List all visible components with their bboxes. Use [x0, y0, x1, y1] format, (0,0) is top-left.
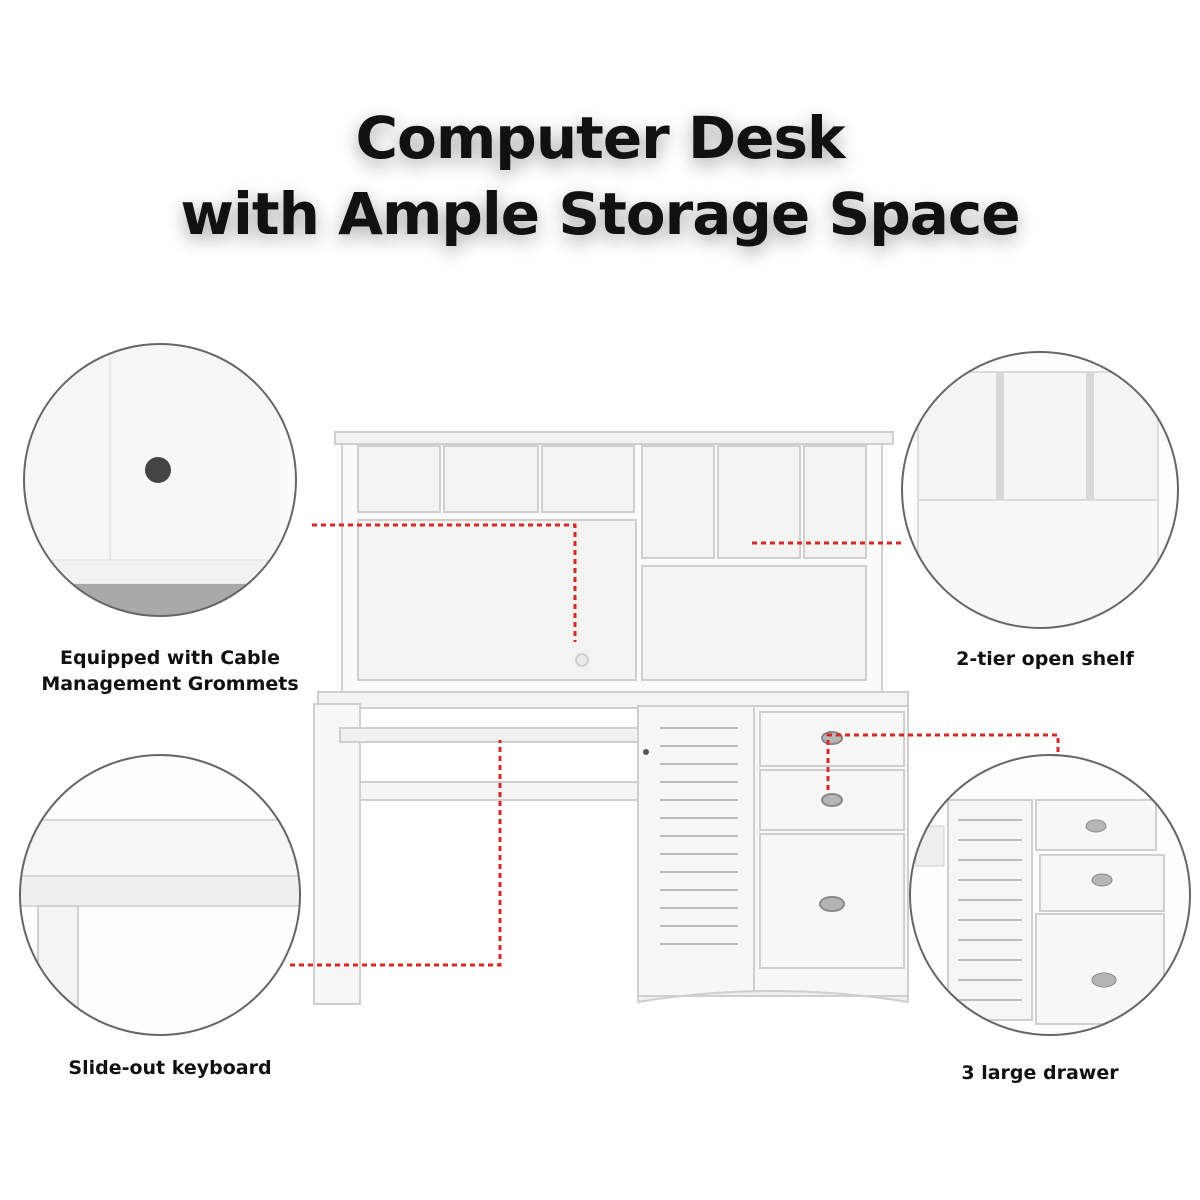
keyboard-caption: Slide-out keyboard: [68, 1057, 272, 1079]
grommet-caption-line-1: Equipped with Cable: [60, 647, 280, 669]
cabinet-base: [637, 990, 909, 1004]
title-line-1: Computer Desk: [355, 104, 845, 172]
title-line-2: with Ample Storage Space: [180, 180, 1020, 248]
hutch-cubbies: [357, 445, 867, 681]
drawer-handle-3: [819, 896, 845, 912]
louver-door: [637, 705, 755, 997]
keyboard-closeup: [19, 754, 301, 1036]
leader-lines: [290, 523, 1060, 967]
page-title: Computer Desk with Ample Storage Space: [0, 100, 1200, 252]
drawer-caption: 3 large drawer: [961, 1062, 1119, 1084]
shelf-caption: 2-tier open shelf: [956, 648, 1134, 670]
door-knob: [643, 749, 649, 755]
left-leg: [313, 703, 361, 1005]
shelf-closeup: [901, 351, 1179, 629]
hutch-top: [334, 431, 894, 445]
grommet-caption: Equipped with Cable Management Grommets: [30, 645, 310, 697]
drawer-leader: [826, 733, 1060, 790]
grommet-closeup: [23, 343, 297, 617]
hutch-grommet: [575, 653, 589, 667]
drawer-handle-2: [821, 793, 843, 807]
grommet-hole: [145, 457, 171, 483]
grommet-caption-line-2: Management Grommets: [41, 673, 299, 695]
keyboard-leader: [290, 740, 502, 967]
keyboard-tray: [339, 727, 639, 743]
grommet-leader: [312, 523, 577, 642]
drawer-closeup: [909, 754, 1191, 1036]
desk: [313, 431, 909, 1005]
desktop-surface: [317, 691, 909, 709]
louver-slats: [660, 727, 738, 945]
